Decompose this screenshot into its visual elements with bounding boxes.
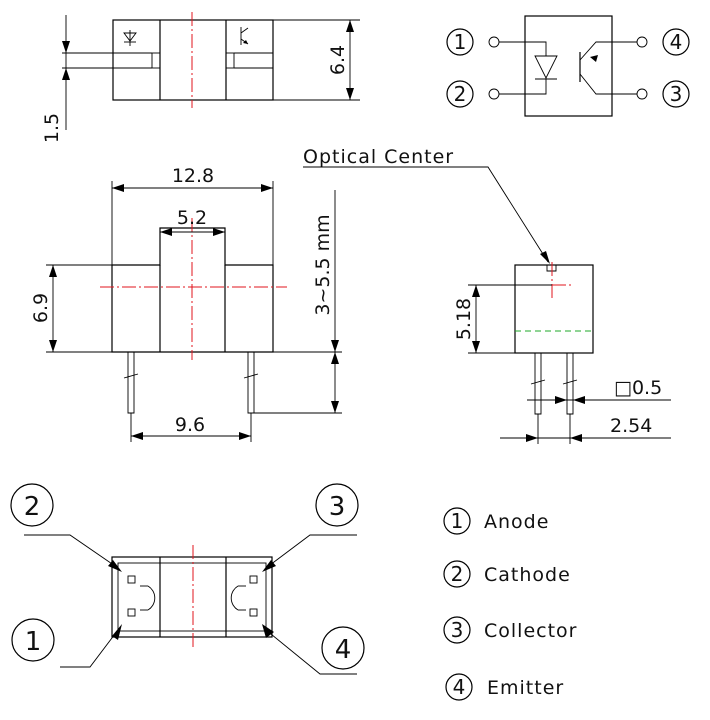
schematic-pin-1-label: 1 [454, 30, 467, 54]
front-pin-right [247, 352, 255, 414]
pin-legend: 1 Anode 2 Cathode 3 Collector 4 Emitter [443, 507, 577, 701]
side-view-body [514, 264, 594, 354]
dim-center-height: 5.18 [453, 298, 475, 340]
side-pin-right [566, 353, 574, 415]
diode-symbol-icon [123, 30, 137, 46]
bottom-pin-2 [127, 575, 136, 584]
schematic-pin-1-circle [446, 28, 474, 56]
dim-body-height: 6.9 [30, 293, 52, 323]
dim-top-offset: 1.5 [41, 113, 63, 143]
legend-number: 3 [451, 618, 464, 642]
schematic-pin-4-label: 4 [670, 30, 683, 54]
legend-item-emitter: 4 Emitter [445, 673, 564, 701]
front-pin-left [127, 352, 135, 414]
schematic-phototransistor-icon [579, 41, 637, 95]
legend-item-collector: 3 Collector [443, 616, 577, 644]
bottom-pin-3 [249, 575, 258, 584]
top-view: 6.4 1.5 [41, 12, 360, 143]
schematic-pin-4-circle [662, 28, 690, 56]
dim-width: 12.8 [172, 165, 214, 187]
dim-top-height: 6.4 [327, 45, 349, 75]
bottom-pin-4 [249, 608, 258, 617]
dim-pin-pitch: 2.54 [610, 415, 652, 437]
legend-name: Anode [484, 511, 549, 533]
bottom-pin-3-circle [315, 483, 359, 527]
bottom-pin-2-circle [10, 483, 54, 527]
dim-pin-square: □0.5 [614, 377, 662, 399]
bottom-pin-1-circle [11, 618, 55, 662]
front-view: 12.8 5.2 6.9 3~5.5 mm 9.6 [30, 165, 342, 442]
bottom-pin-4-circle [321, 626, 365, 670]
bottom-pin-2-label: 2 [24, 492, 41, 522]
legend-number: 2 [451, 562, 464, 586]
dim-pin-length: 3~5.5 mm [312, 214, 334, 315]
schematic: 1 2 4 3 [446, 15, 690, 117]
bottom-pin-3-label: 3 [329, 492, 346, 522]
bottom-pin-4-label: 4 [335, 635, 352, 665]
side-pin-left [534, 353, 542, 415]
optical-center-label: Optical Center [303, 146, 454, 168]
schematic-diode-icon [534, 55, 558, 80]
schematic-pin-3-label: 3 [670, 82, 683, 106]
legend-name: Collector [484, 620, 577, 642]
bottom-pin-1 [127, 608, 136, 617]
dim-pin-spacing: 9.6 [175, 414, 205, 436]
legend-number: 1 [451, 509, 464, 533]
top-view-body [112, 19, 274, 101]
bottom-view: 2 1 3 4 [10, 483, 365, 675]
legend-number: 4 [453, 675, 466, 699]
transistor-symbol-icon [240, 27, 249, 45]
bottom-view-body [111, 556, 273, 638]
dim-slot-width: 5.2 [177, 207, 207, 229]
legend-item-anode: 1 Anode [443, 507, 549, 535]
bottom-pin-1-label: 1 [25, 627, 42, 657]
schematic-pin-2-circle [446, 80, 474, 108]
side-view: Optical Center 5.18 □0.5 2.54 [303, 146, 671, 444]
schematic-pin-2-label: 2 [454, 82, 467, 106]
legend-name: Emitter [487, 677, 564, 699]
schematic-body [524, 15, 613, 117]
schematic-pin-3-circle [662, 80, 690, 108]
legend-item-cathode: 2 Cathode [443, 560, 571, 588]
legend-name: Cathode [484, 564, 571, 586]
